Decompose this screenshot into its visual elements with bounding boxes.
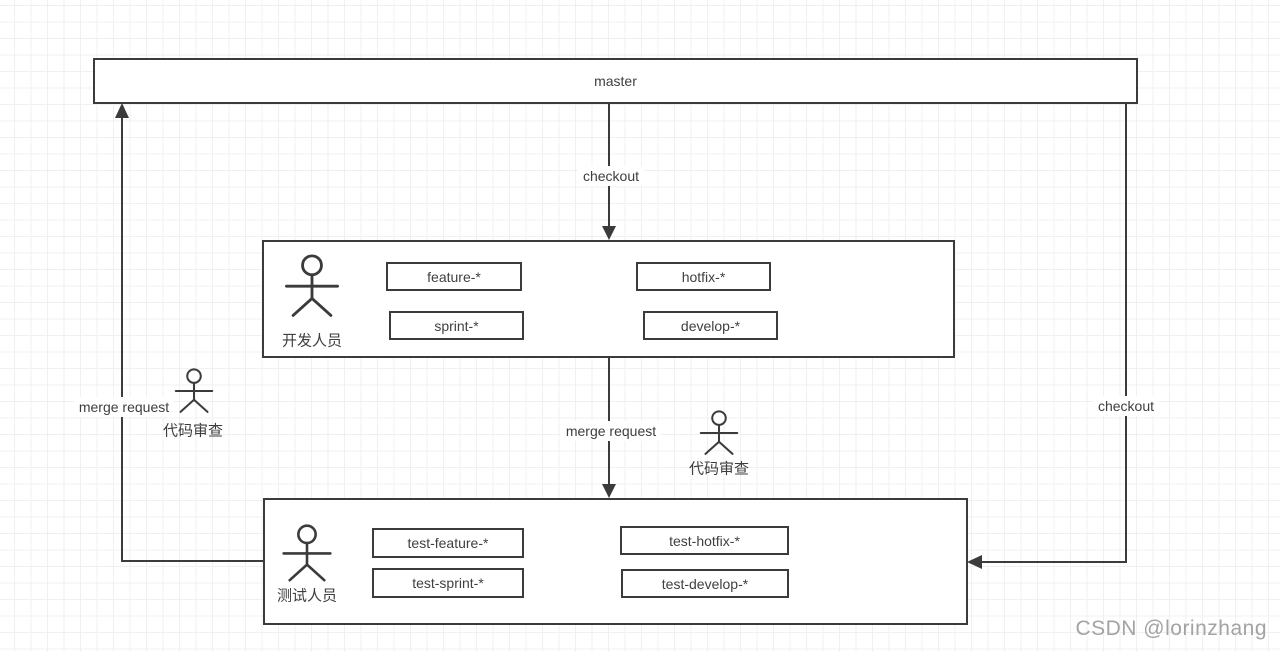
- group-developers: [262, 240, 955, 358]
- node-master-label: master: [594, 73, 637, 89]
- branch-node-test-develop: test-develop-*: [621, 569, 789, 598]
- edge-label-merge-dev-to-test: merge request: [560, 421, 662, 441]
- node-master: master: [93, 58, 1138, 104]
- branch-node-test-sprint: test-sprint-*: [372, 568, 524, 598]
- branch-node-test-hotfix: test-hotfix-*: [620, 526, 789, 555]
- branch-node-hotfix: hotfix-*: [636, 262, 771, 291]
- reviewer-mid-actor-icon: [699, 410, 739, 455]
- arrowhead-down-test: [602, 484, 616, 498]
- reviewer-mid-label: 代码审查: [688, 460, 750, 478]
- branch-node-sprint: sprint-*: [389, 311, 524, 340]
- developer-actor-icon: [285, 254, 339, 317]
- branch-node-develop: develop-*: [643, 311, 778, 340]
- arrowhead-up-master: [115, 103, 129, 118]
- arrowhead-down-dev: [602, 226, 616, 240]
- edge-label-merge-test-to-master: merge request: [73, 397, 175, 417]
- edge-merge-test-to-master-line: [121, 116, 263, 562]
- arrowhead-left-test: [967, 555, 982, 569]
- edge-checkout-master-to-test-line: [980, 104, 1127, 563]
- csdn-watermark: CSDN @lorinzhang: [1075, 617, 1267, 640]
- reviewer-left-actor-icon: [174, 368, 214, 413]
- tester-actor-icon: [282, 524, 332, 582]
- edge-label-checkout-master-to-test: checkout: [1092, 396, 1160, 416]
- reviewer-left-label: 代码审查: [162, 422, 224, 440]
- branch-node-feature: feature-*: [386, 262, 522, 291]
- developer-actor-label: 开发人员: [281, 332, 343, 350]
- group-testers: [263, 498, 968, 625]
- tester-actor-label: 测试人员: [276, 587, 338, 605]
- edge-label-checkout-master-to-dev: checkout: [577, 166, 645, 186]
- branch-node-test-feature: test-feature-*: [372, 528, 524, 558]
